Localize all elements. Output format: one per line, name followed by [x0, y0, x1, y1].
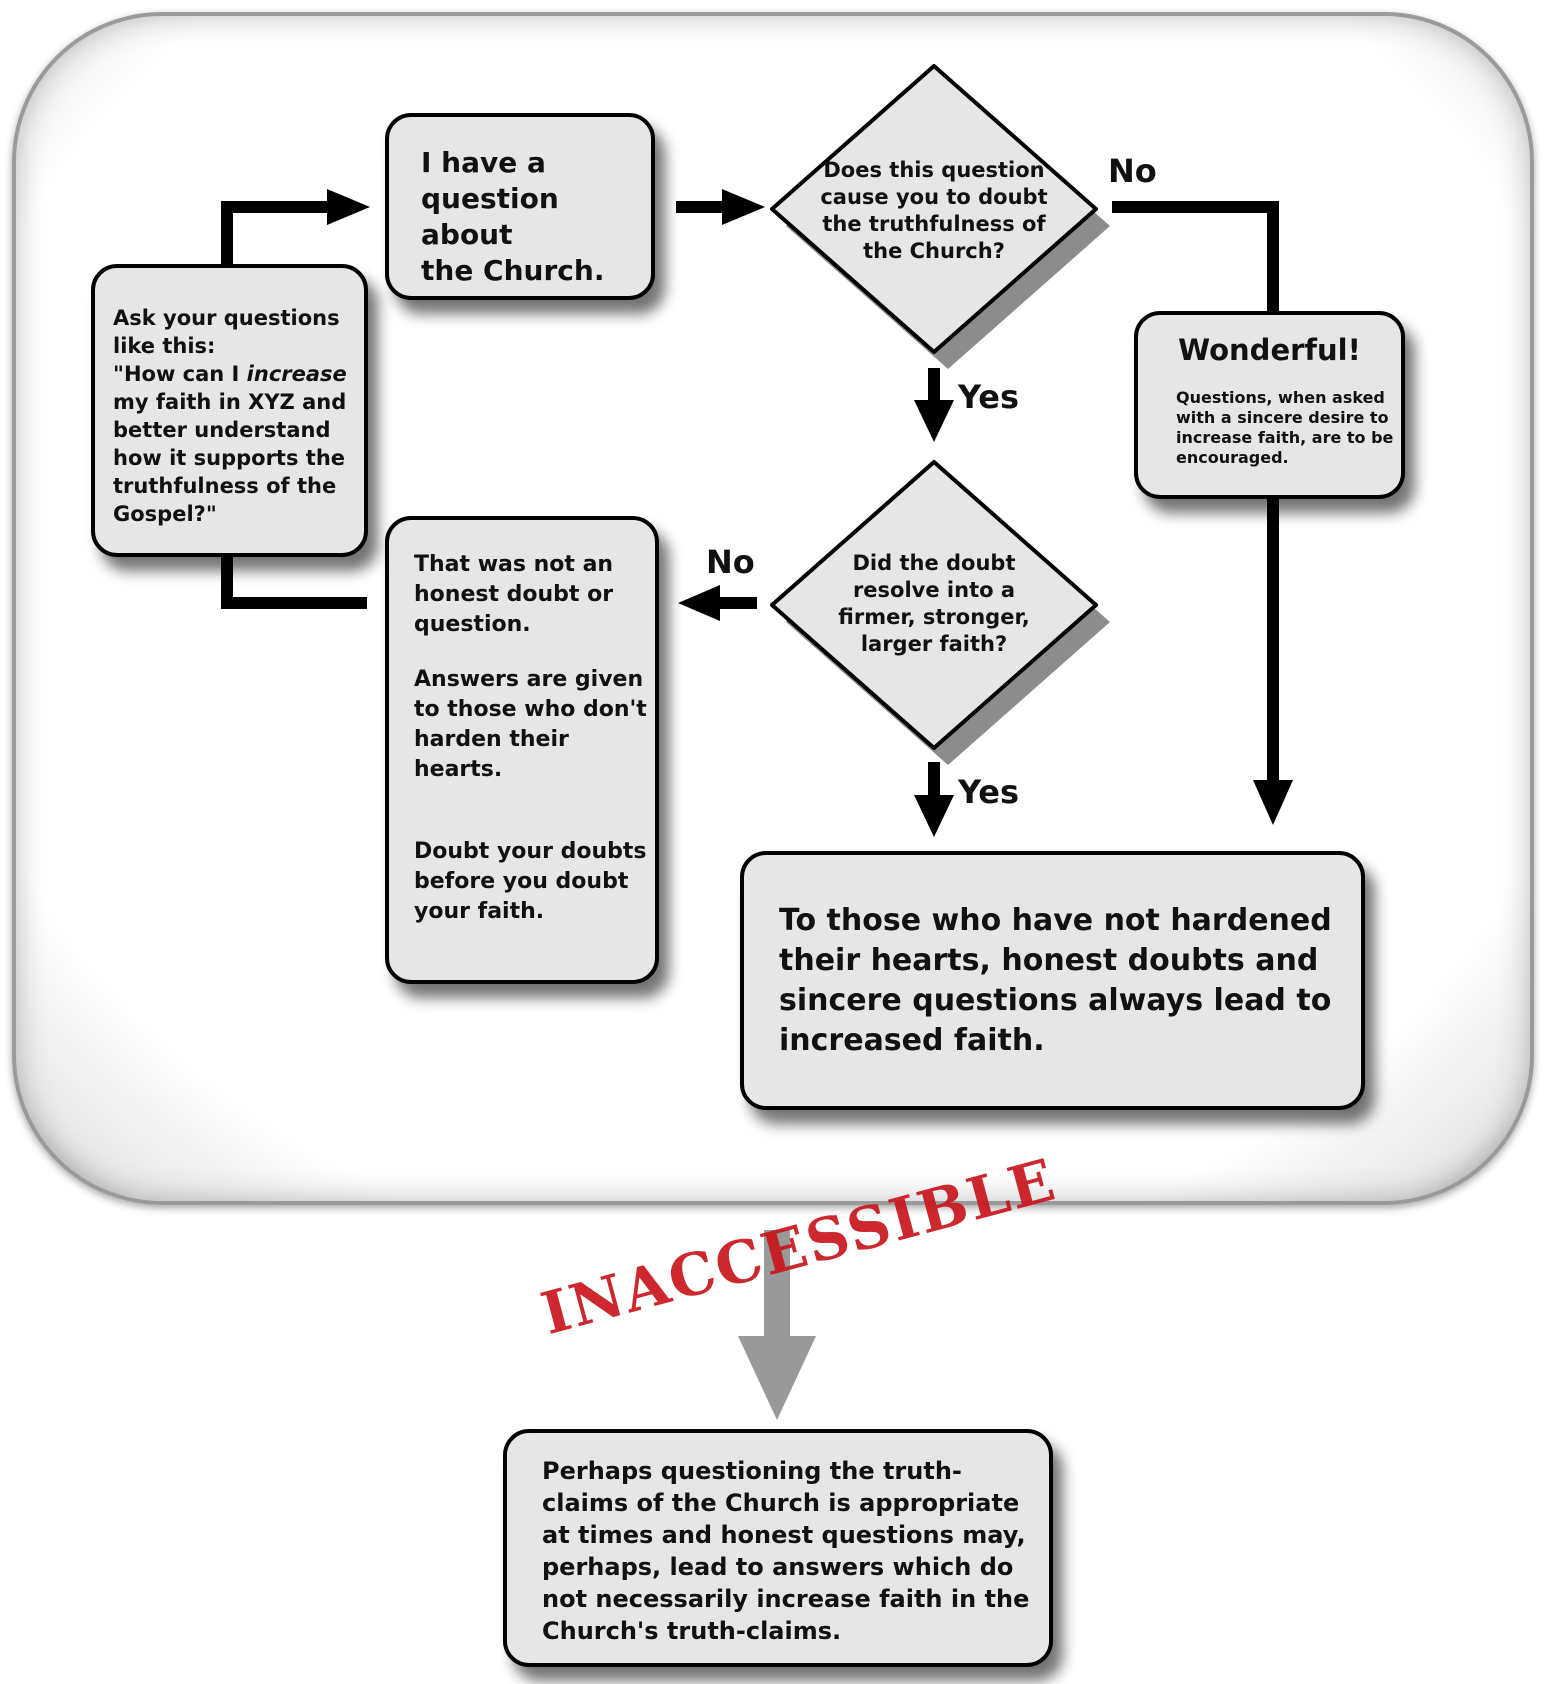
gray-arrow-head — [738, 1336, 816, 1420]
q2-no-label: No — [706, 543, 755, 581]
alternative-text: Perhaps questioning the truth- claims of… — [542, 1457, 1030, 1645]
connector-ask-to-start — [221, 201, 335, 266]
arrowhead-to-conclusion — [1253, 780, 1293, 825]
ask-text-emphasis: increase — [246, 362, 347, 386]
start-box: I have a question about the Church. — [385, 113, 655, 300]
not-honest-box: That was not an honest doubt or question… — [385, 516, 659, 984]
wonderful-box: Wonderful! Questions, when asked with a … — [1134, 311, 1405, 499]
not-honest-p1: That was not an honest doubt or question… — [414, 552, 614, 637]
conclusion-box: To those who have not hardened their hea… — [740, 851, 1365, 1110]
connector-not-honest-to-ask — [221, 556, 367, 609]
q1-no-label: No — [1108, 152, 1157, 190]
arrowhead-q2-yes — [914, 795, 954, 837]
ask-box: Ask your questions like this: "How can I… — [91, 264, 368, 557]
ask-text-part1: Ask your questions like this: "How can I — [113, 306, 340, 386]
q1-yes-label: Yes — [958, 378, 1019, 416]
arrowhead-to-start — [327, 189, 370, 225]
decision-q2-shape — [770, 460, 1098, 750]
decision-q2-text: Did the doubt resolve into a firmer, str… — [838, 551, 1030, 656]
not-honest-p2: Answers are given to those who don't har… — [414, 667, 647, 782]
ask-text-part2: my faith in XYZ and better understand ho… — [113, 390, 347, 526]
decision-q1-text: Does this question cause you to doubt th… — [820, 158, 1048, 263]
conclusion-text: To those who have not hardened their hea… — [779, 903, 1332, 1058]
decision-q1-shape — [770, 64, 1098, 354]
arrowhead-to-q1 — [722, 189, 765, 225]
gray-arrow-shaft — [764, 1230, 790, 1340]
connector-q1-no — [1112, 201, 1279, 313]
wonderful-text: Questions, when asked with a sincere des… — [1176, 388, 1394, 467]
arrowhead-q1-yes — [914, 400, 954, 442]
not-honest-p3: Doubt your doubts before you doubt your … — [414, 839, 647, 924]
q2-yes-label: Yes — [958, 773, 1019, 811]
alternative-box: Perhaps questioning the truth- claims of… — [503, 1429, 1053, 1667]
wonderful-title: Wonderful! — [1178, 333, 1361, 367]
ask-text: Ask your questions like this: "How can I… — [113, 304, 347, 528]
start-text: I have a question about the Church. — [421, 146, 605, 287]
arrowhead-q2-no — [678, 585, 720, 621]
